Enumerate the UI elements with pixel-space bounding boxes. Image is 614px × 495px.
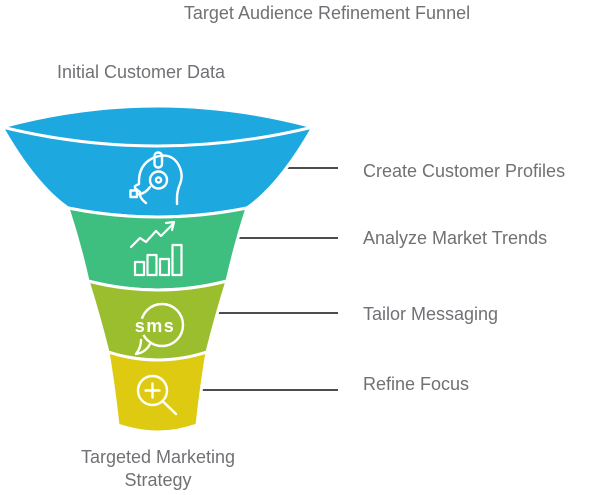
bar-chart-growth-icon <box>129 220 183 277</box>
page-title: Target Audience Refinement Funnel <box>183 3 471 23</box>
funnel-rim-arc <box>1 125 314 148</box>
stage-label-analyze-market-trends: Analyze Market Trends <box>363 228 548 248</box>
funnel-segments <box>0 104 315 434</box>
sms-icon-text: sms <box>135 316 176 336</box>
sms-bubble-icon: sms <box>131 302 185 356</box>
funnel-segment-create-customer-profiles <box>0 104 315 219</box>
customer-support-headset-icon <box>129 151 183 206</box>
connector-lines <box>196 167 338 391</box>
funnel-segment-analyze-market-trends <box>66 206 249 292</box>
magnifier-zoom-in-icon <box>136 374 178 416</box>
stage-label-tailor-messaging: Tailor Messaging <box>363 304 499 324</box>
funnel-diagram: sms <box>0 104 338 434</box>
stage-label-create-customer-profiles: Create Customer Profiles <box>363 161 566 181</box>
stage-label-refine-focus: Refine Focus <box>363 374 470 394</box>
funnel-segment-refine-focus <box>106 350 209 434</box>
funnel-input-label: Initial Customer Data <box>57 62 226 82</box>
funnel-output-label: Targeted Marketing Strategy <box>80 447 236 490</box>
